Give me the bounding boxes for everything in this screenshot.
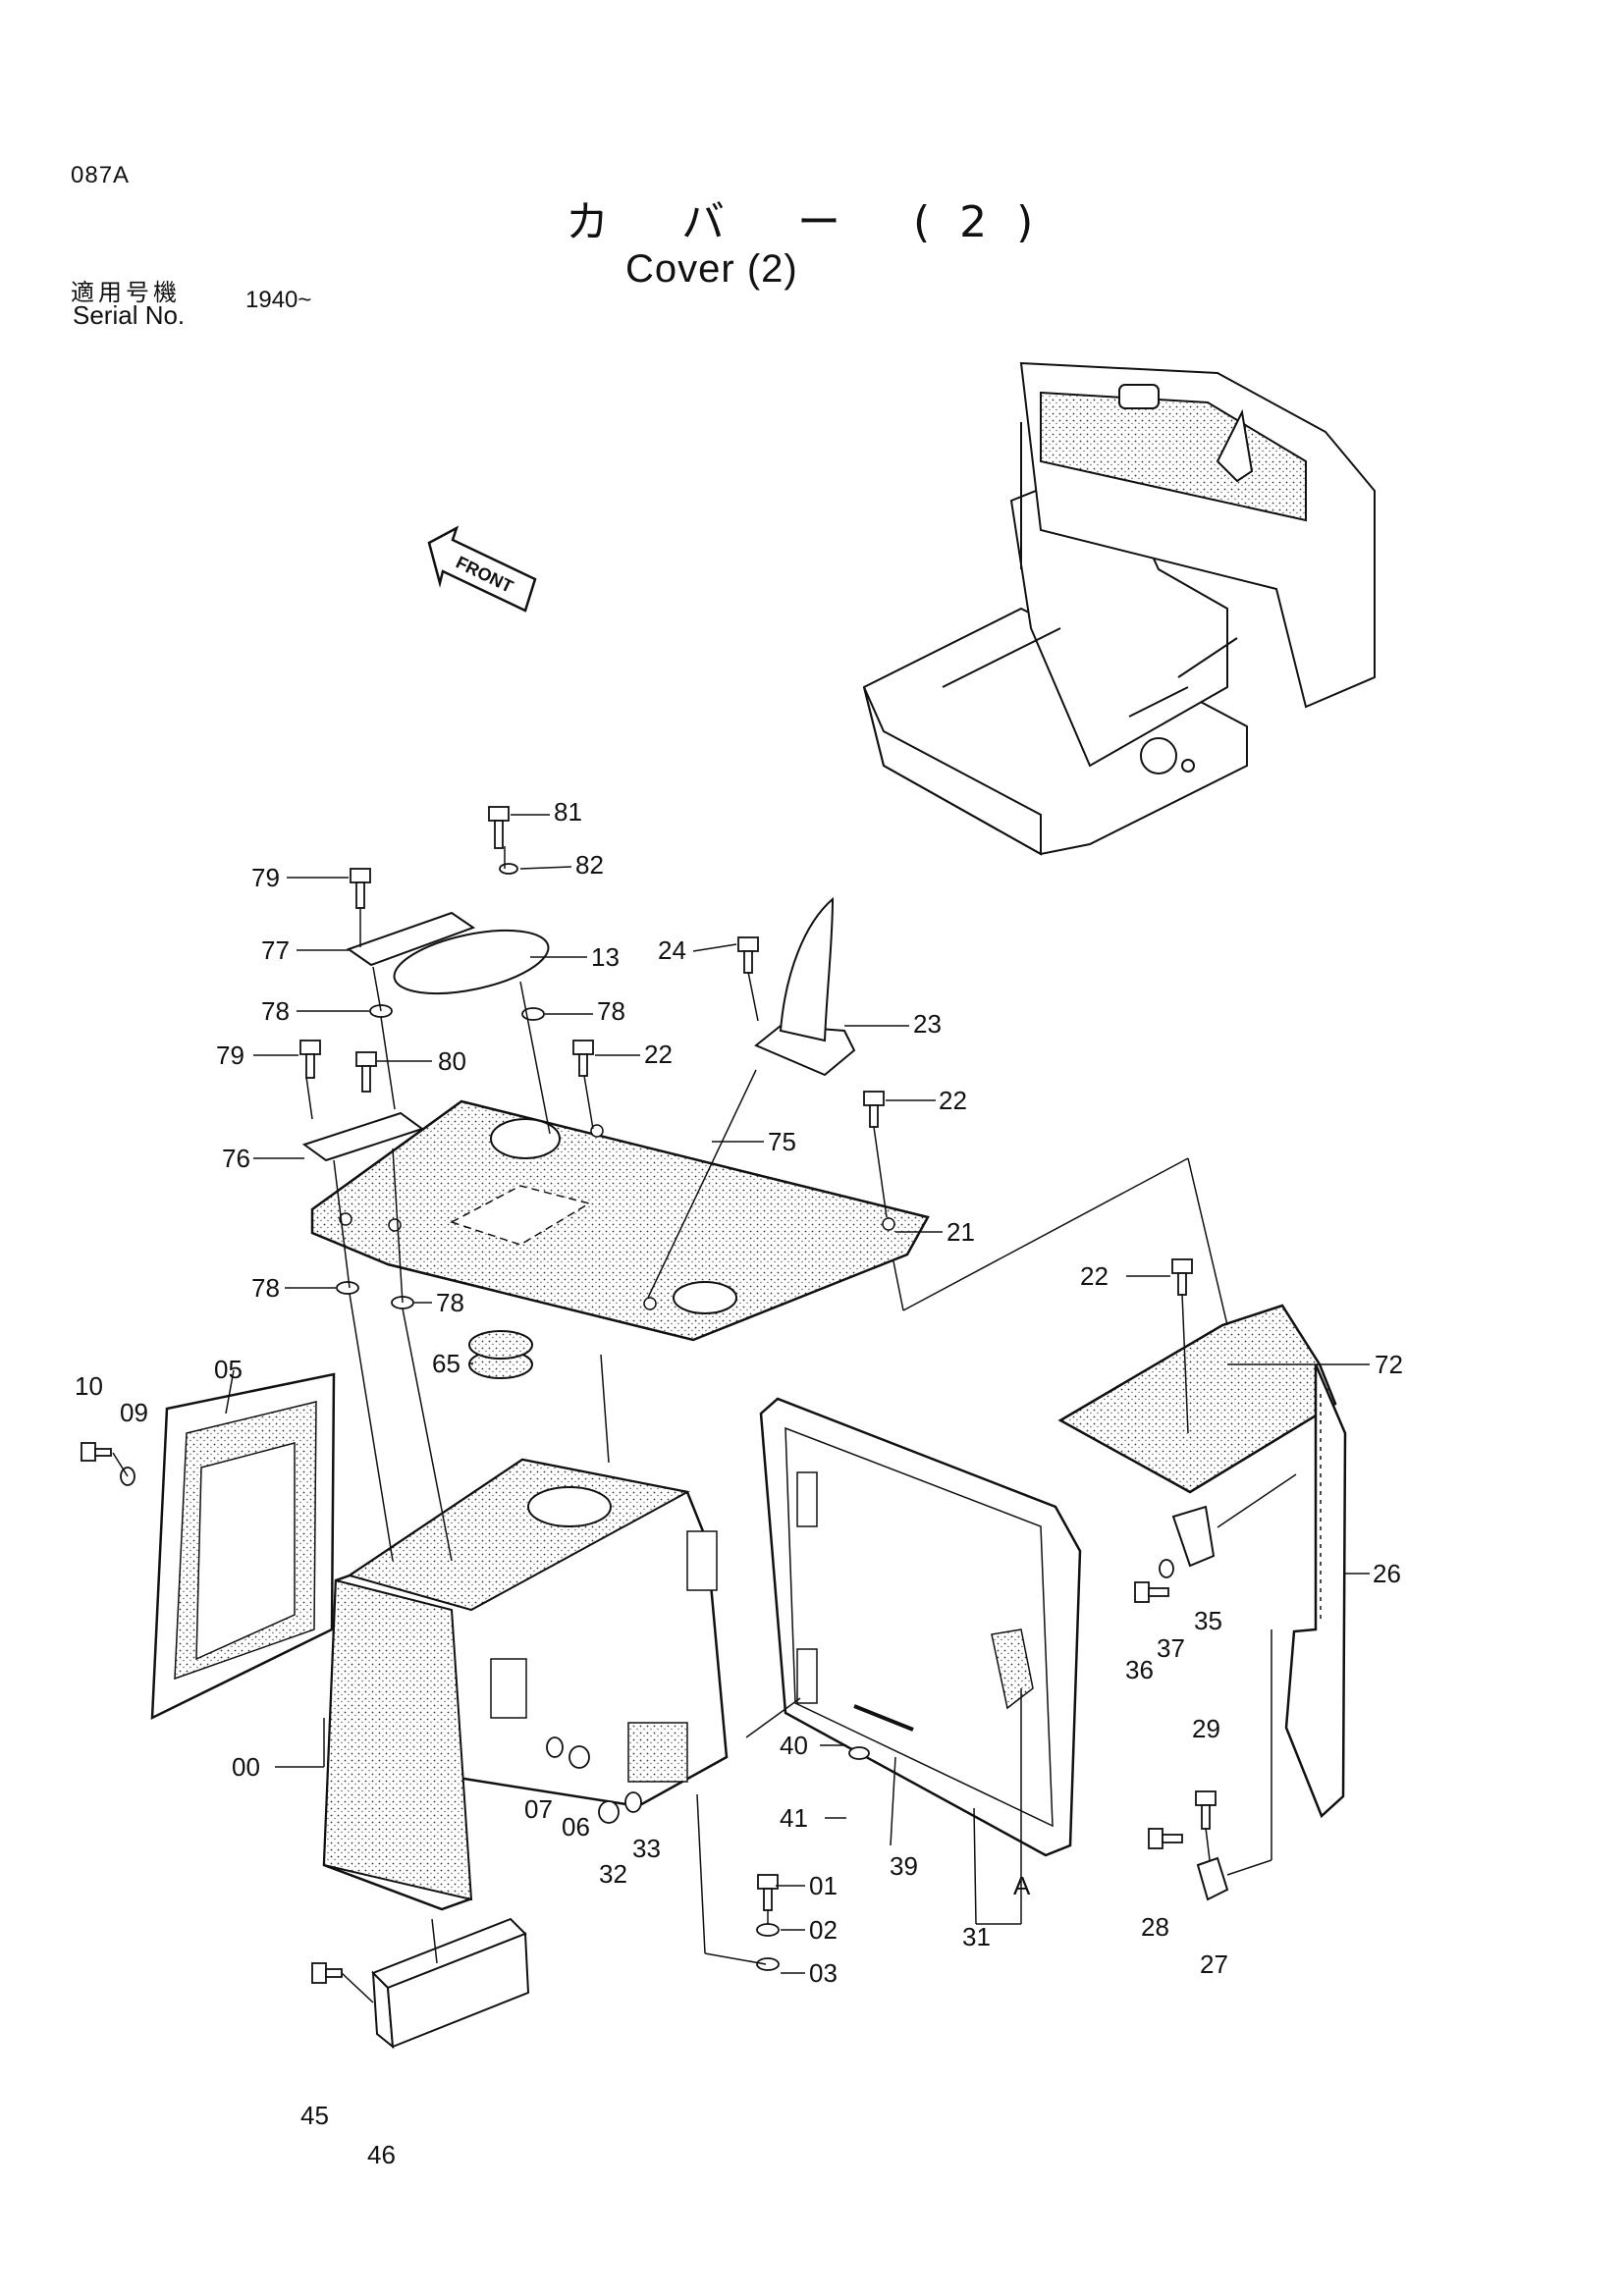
callout-label: 40 [780, 1731, 808, 1760]
machine-overview-illustration [862, 361, 1376, 856]
part-76-plate [301, 1111, 425, 1162]
callout-label: 27 [1200, 1949, 1228, 1979]
callout-label: 35 [1194, 1606, 1222, 1635]
bolt-22-side-icon [1171, 1258, 1193, 1274]
callout-label: 78 [261, 996, 290, 1026]
bolt-45-icon [311, 1962, 327, 1984]
callout-label: 33 [632, 1834, 661, 1863]
callout-label: 78 [251, 1273, 280, 1303]
page-title-english: Cover (2) [625, 247, 798, 291]
callout-label: 00 [232, 1752, 260, 1782]
callout-label: 32 [599, 1859, 627, 1889]
page-title-japanese: カ バ ー (2) [566, 197, 1063, 247]
callout-label: 01 [809, 1871, 838, 1900]
callout-label: 76 [222, 1144, 250, 1173]
bolt-10-icon [81, 1442, 96, 1462]
callout-label: 41 [780, 1803, 808, 1833]
callout-label: 81 [554, 797, 582, 827]
washer-40-icon [848, 1746, 870, 1760]
washer-37-icon [1159, 1559, 1174, 1578]
callout-label: 05 [214, 1355, 243, 1384]
callout-label: 02 [809, 1915, 838, 1945]
bolt-22-right-icon [863, 1091, 885, 1106]
washer-03-icon [756, 1957, 780, 1971]
callout-label: 29 [1192, 1714, 1220, 1743]
bolt-79-lower-icon [299, 1040, 321, 1055]
callout-label: 06 [562, 1812, 590, 1842]
callout-label: 26 [1373, 1559, 1401, 1588]
callout-label: 36 [1125, 1655, 1154, 1684]
bolt-81-icon [488, 806, 510, 822]
callout-label: 09 [120, 1398, 148, 1427]
callout-label: 78 [597, 996, 625, 1026]
assembly-lines [112, 846, 1297, 2003]
part-39-rod [853, 1704, 914, 1732]
callout-label: 31 [962, 1922, 991, 1951]
callout-leaders [225, 814, 1370, 1974]
callout-label: 46 [367, 2140, 396, 2169]
part-13-cover-plate [393, 929, 550, 995]
front-arrow-icon: FRONT [427, 525, 537, 613]
part-77-plate [346, 911, 476, 967]
callout-label: 23 [913, 1009, 942, 1039]
part-00-main-frame [322, 1458, 729, 1911]
bolt-24-icon [737, 936, 759, 952]
callout-label: 79 [251, 863, 280, 892]
washer-07-icon [546, 1736, 564, 1758]
callout-label: 03 [809, 1958, 838, 1988]
bolt-36-icon [1134, 1581, 1150, 1603]
serial-value: 1940~ [245, 287, 312, 313]
page-code: 087A [71, 162, 131, 188]
callout-label: A [1013, 1871, 1031, 1900]
callout-label: 45 [300, 2101, 329, 2130]
serial-label-japanese: 適用号機 [71, 279, 181, 306]
part-35-clip [1171, 1505, 1216, 1568]
callout-label: 28 [1141, 1912, 1169, 1942]
callout-label: 21 [947, 1217, 975, 1247]
part-31-side-door [759, 1397, 1082, 1857]
callout-label: 22 [644, 1040, 673, 1069]
fastener-parts [81, 806, 1217, 1984]
callout-label: 22 [1080, 1261, 1109, 1291]
callout-label: 22 [939, 1086, 967, 1115]
callout-label: 78 [436, 1288, 464, 1317]
callout-label: 79 [216, 1041, 244, 1070]
callout-label: 65 [432, 1349, 460, 1378]
bolt-79-icon [350, 868, 371, 883]
callout-label: 24 [658, 935, 686, 965]
nut-06-icon [568, 1745, 590, 1769]
bolt-28-icon [1148, 1828, 1163, 1849]
part-75-floor-plate [310, 1099, 930, 1342]
callout-label: 13 [591, 942, 620, 972]
part-46-bottom-bracket [371, 1917, 530, 2050]
callout-label: 77 [261, 935, 290, 965]
washer-82-icon [499, 863, 518, 875]
part-26-side-bracket [1284, 1363, 1347, 1819]
part-23-deflector [754, 896, 856, 1077]
callout-label: 10 [75, 1371, 103, 1401]
bolt-80-icon [355, 1051, 377, 1067]
part-05-side-panel [150, 1372, 336, 1721]
callout-label: 72 [1375, 1350, 1403, 1379]
callout-label: 75 [768, 1127, 796, 1156]
part-65-grommet [468, 1330, 533, 1379]
serial-label-english: Serial No. [73, 300, 186, 330]
washer-78-c-icon [336, 1281, 359, 1295]
callout-label: 80 [438, 1046, 466, 1076]
bolt-01-icon [757, 1874, 779, 1890]
callout-label: 39 [890, 1851, 918, 1881]
nut-32-icon [598, 1800, 620, 1824]
part-72-side-floor-plate [1057, 1304, 1337, 1494]
callout-label: 37 [1157, 1633, 1185, 1663]
washer-02-icon [756, 1923, 780, 1937]
washer-33-icon [624, 1791, 642, 1813]
bolt-29-icon [1195, 1790, 1217, 1806]
callout-label: 82 [575, 850, 604, 880]
bolt-22-icon [572, 1040, 594, 1055]
part-27-clamp [1196, 1856, 1229, 1901]
callout-label: 07 [524, 1794, 553, 1824]
callout-labels: 81 82 79 77 13 78 78 24 23 79 80 22 76 7… [75, 797, 1403, 2169]
